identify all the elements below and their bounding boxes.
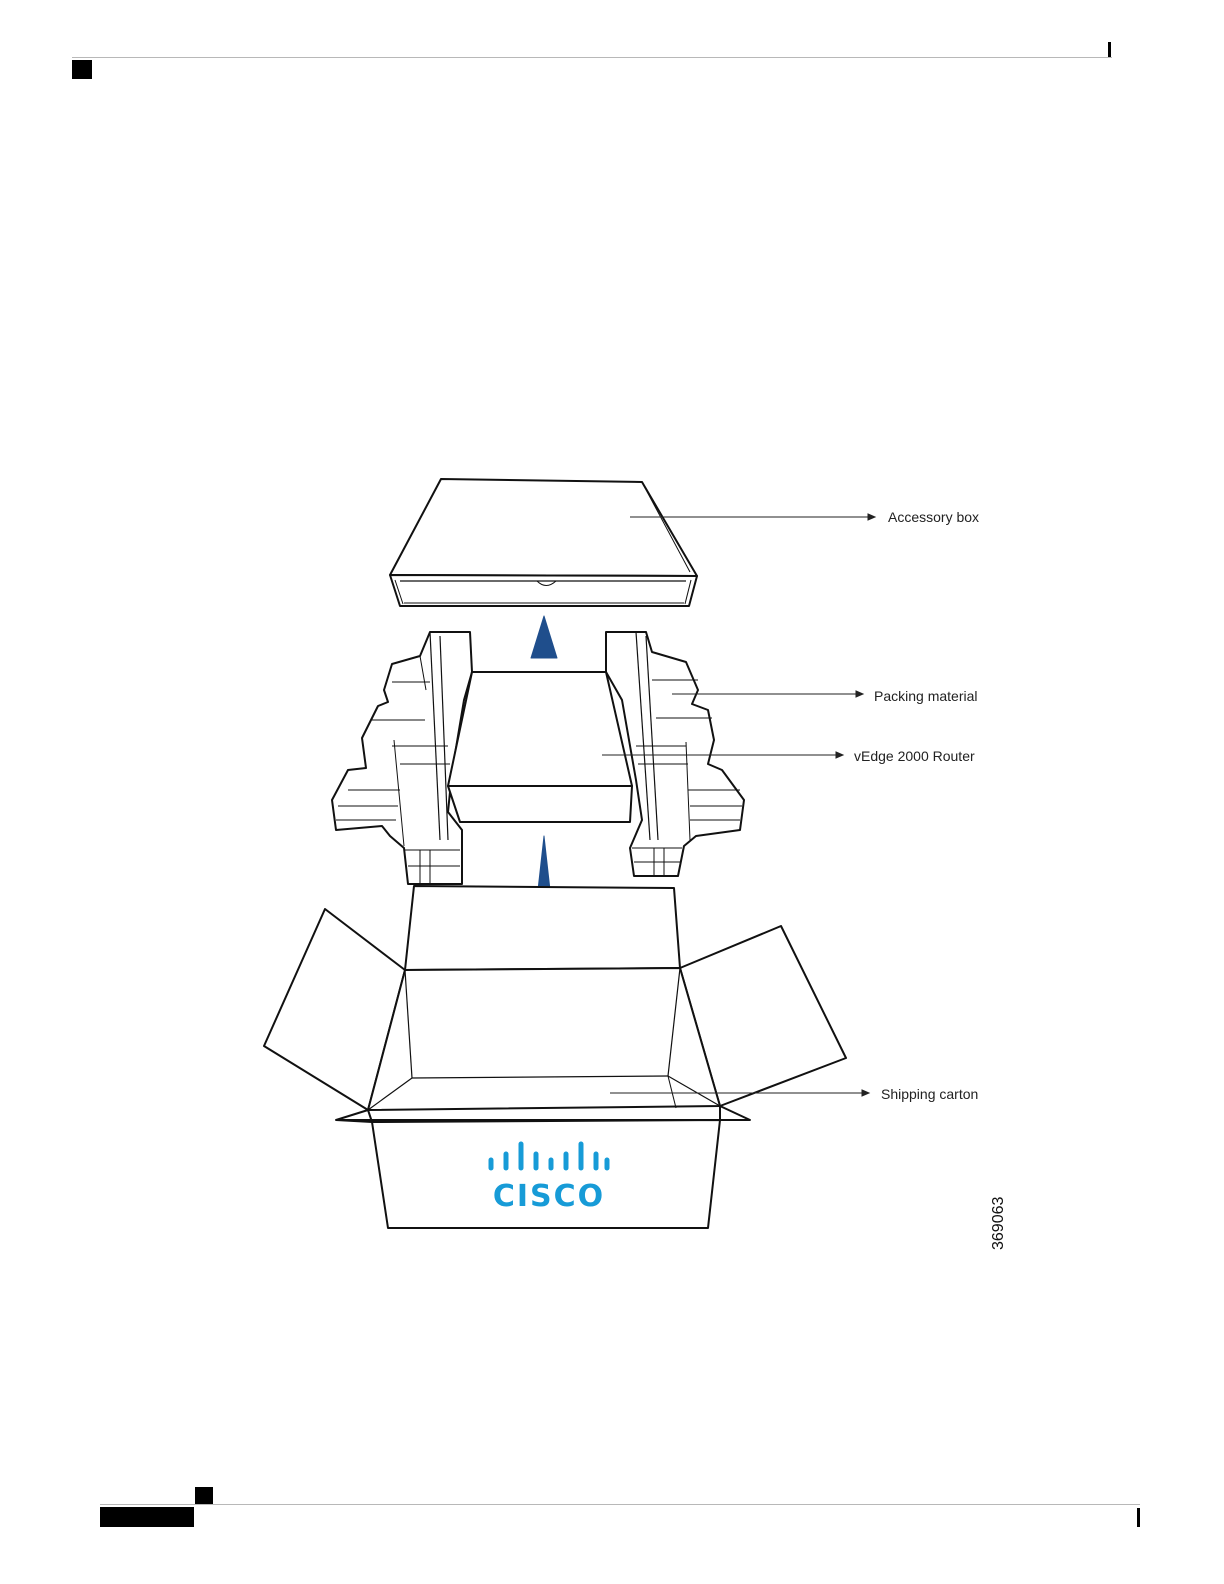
callout-arrowhead [836,752,843,758]
footer-marker [195,1487,213,1504]
cisco-logo-text: CISCO [493,1179,605,1214]
callout-arrowhead [862,1090,869,1096]
router [448,672,632,822]
footer-tick [1137,1508,1140,1527]
callout-router: vEdge 2000 Router [854,748,975,764]
callout-packing-material: Packing material [874,688,978,704]
up-arrow-icon [531,616,557,658]
callout-accessory-box: Accessory box [888,509,979,525]
callout-shipping-carton: Shipping carton [881,1086,978,1102]
callout-arrowhead [868,514,875,520]
accessory-box [390,479,697,606]
shipping-carton [264,886,846,1228]
footer-page-block [100,1507,194,1527]
footer-rule [100,1504,1140,1505]
figure-id: 369063 [990,1197,1007,1250]
callout-arrowhead [856,691,863,697]
